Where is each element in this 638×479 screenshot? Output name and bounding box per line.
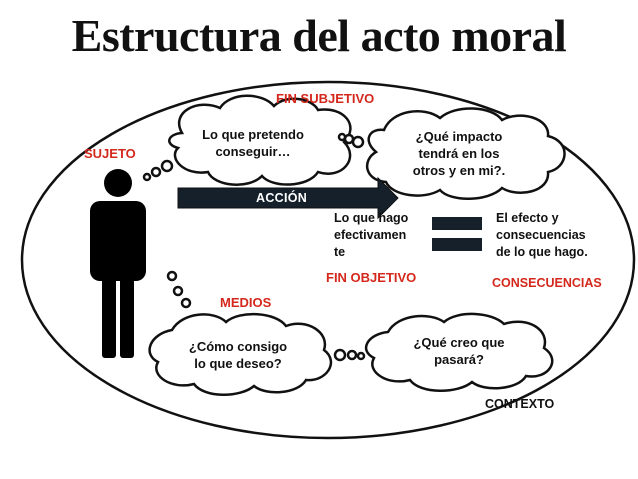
cloud-impacto-line: otros y en mi?. [412,163,506,178]
cloud-pasara-line: ¿Qué creo que [413,335,505,350]
cloud-consigo [148,312,366,396]
text-lo-que-hago-line: efectivamen [334,228,407,242]
text-lo-que-hago-line: te [334,245,346,259]
label-consecuencias: CONSECUENCIAS [492,276,602,290]
cloud-pasara-text: ¿Qué creo que pasará? [398,334,520,368]
cloud-pretendo-line: Lo que pretendo [202,127,304,142]
cloud-consigo-line: lo que deseo? [194,356,282,371]
right-arrow-icon [177,176,399,220]
cloud-impacto [337,107,566,200]
text-el-efecto-line: consecuencias [496,228,586,242]
label-accion: ACCIÓN [256,191,308,205]
label-contexto: CONTEXTO [485,397,555,411]
label-fin-objetivo: FIN OBJETIVO [326,270,417,285]
cloud-consigo-text: ¿Cómo consigo lo que deseo? [180,338,296,372]
page-title: Estructura del acto moral [71,10,567,61]
cloud-pretendo [142,94,352,186]
equals-sign-icon [432,217,482,251]
cloud-impacto-line: ¿Qué impacto [415,129,503,144]
label-sujeto: SUJETO [84,146,136,161]
text-el-efecto: El efecto y consecuencias de lo que hago… [496,210,588,261]
cloud-impacto-text: ¿Qué impacto tendrá en los otros y en mi… [398,128,520,179]
cloud-pretendo-line: conseguir… [215,144,291,159]
label-fin-subjetivo: FIN SUBJETIVO [276,91,375,106]
text-el-efecto-line: de lo que hago. [496,245,588,259]
text-lo-que-hago: Lo que hago efectivamen te [334,210,408,261]
cloud-impacto-line: tendrá en los [418,146,500,161]
text-el-efecto-line: El efecto y [496,211,559,225]
text-lo-que-hago-line: Lo que hago [334,211,409,225]
cloud-pretendo-text: Lo que pretendo conseguir… [192,126,314,160]
person-silhouette-icon [90,169,146,358]
cloud-pasara [166,270,554,392]
context-ellipse [20,80,636,440]
cloud-pasara-line: pasará? [434,352,484,367]
cloud-consigo-line: ¿Cómo consigo [188,339,288,354]
label-medios: MEDIOS [220,295,272,310]
